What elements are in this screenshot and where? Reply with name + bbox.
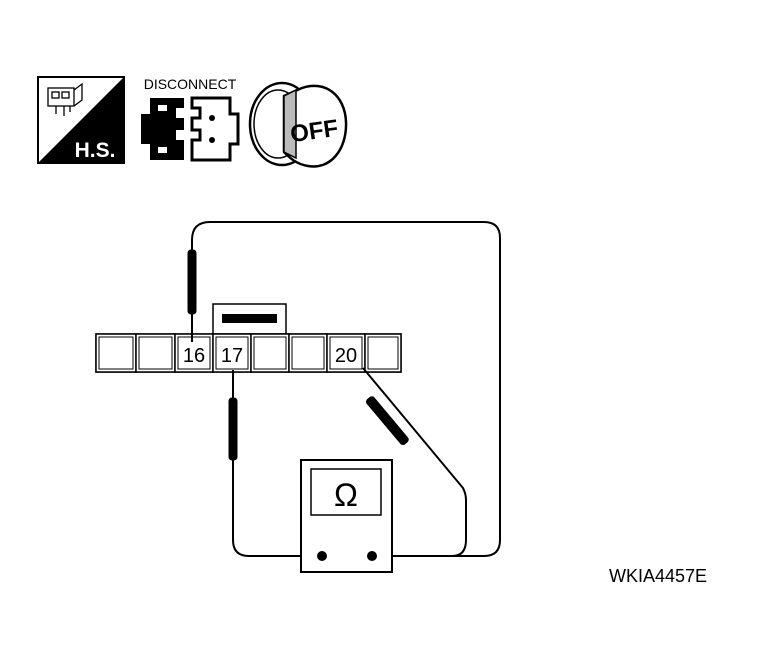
terminal-blank xyxy=(250,333,290,373)
meter-jack-right xyxy=(367,551,377,561)
terminal-blank xyxy=(364,333,402,373)
harness-connector-sketch-icon xyxy=(47,82,83,116)
test-probes xyxy=(187,249,409,461)
probe-terminal-16 xyxy=(187,249,197,342)
disconnect-label: DISCONNECT xyxy=(144,76,237,92)
disconnect-icon: DISCONNECT xyxy=(141,76,240,162)
terminal-blank xyxy=(135,333,176,373)
figure-id: WKIA4457E xyxy=(609,566,707,586)
meter-jack-left xyxy=(317,551,327,561)
terminal-17: 17 xyxy=(212,333,252,373)
terminal-blank xyxy=(288,333,328,373)
ignition-key-icon xyxy=(282,84,348,168)
harness-side-icon: H.S. xyxy=(37,76,125,164)
connector-plug-black-icon xyxy=(141,98,184,160)
terminal-label-17: 17 xyxy=(221,345,243,367)
lead-terminal-17-wire xyxy=(232,372,322,557)
ohmmeter: Ω xyxy=(300,459,393,573)
terminal-label-16: 16 xyxy=(183,345,205,367)
ignition-off-label: OFF xyxy=(289,115,340,148)
ignition-off-icon: OFF xyxy=(248,81,348,168)
hs-label: H.S. xyxy=(75,139,116,162)
terminal-20: 20 xyxy=(326,333,366,373)
terminal-label-20: 20 xyxy=(335,345,357,367)
ohm-symbol: Ω xyxy=(334,477,358,513)
connector-terminal-strip: 16 17 20 xyxy=(95,333,402,373)
probe-terminal-17 xyxy=(228,370,238,461)
connector-socket-white-icon xyxy=(190,96,240,162)
terminal-16: 16 xyxy=(174,333,214,373)
test-leads xyxy=(191,221,501,557)
lead-terminal-16-wire xyxy=(191,221,501,557)
terminal-blank xyxy=(95,333,137,373)
probe-terminal-20 xyxy=(366,396,409,446)
lead-terminal-20-wire xyxy=(362,367,467,557)
connector-lock-tab xyxy=(212,303,287,335)
